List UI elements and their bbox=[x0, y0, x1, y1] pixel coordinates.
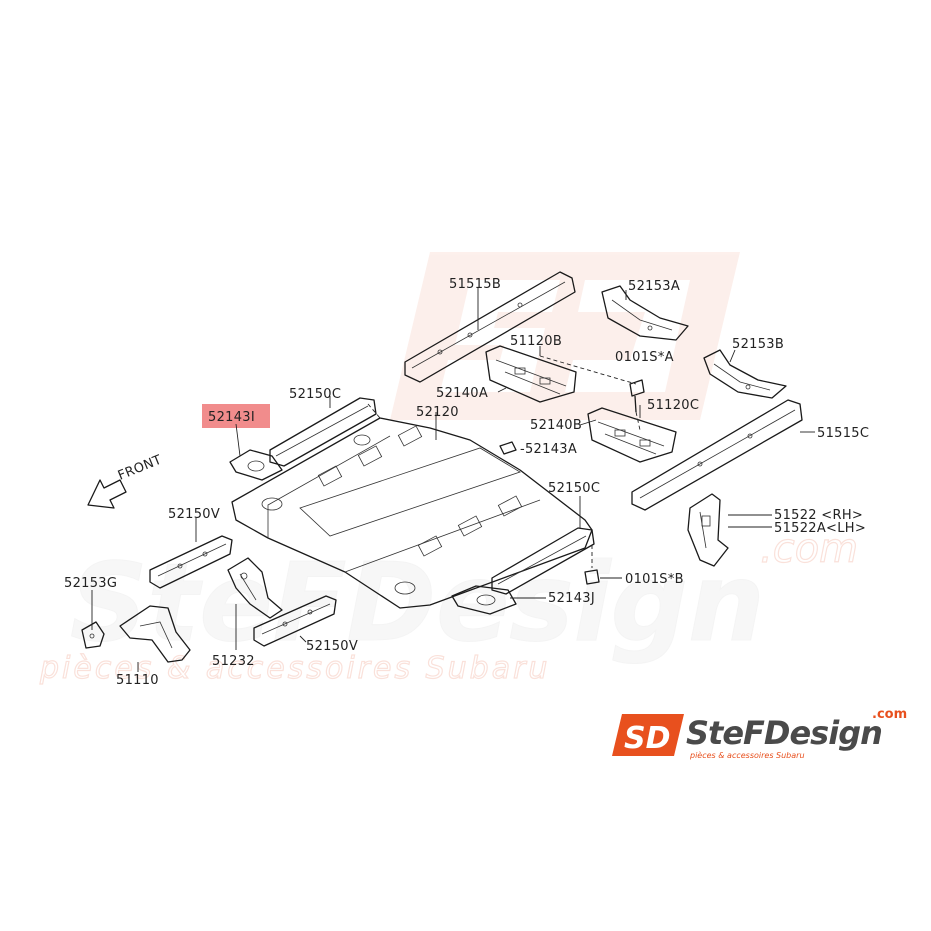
part-52143I-shape bbox=[229, 449, 283, 481]
watermark-sd-logo bbox=[390, 252, 740, 420]
part-52150V-bottom-shape bbox=[253, 595, 337, 647]
part-52150C-mid-shape bbox=[491, 527, 595, 595]
logo-domain: .com bbox=[872, 707, 907, 722]
label-51522: 51522 <RH> bbox=[774, 508, 863, 523]
label-51522A: 51522A<LH> bbox=[774, 521, 866, 536]
logo-name: SteFDesign bbox=[686, 714, 882, 752]
label-0101SB: 0101S*B bbox=[625, 572, 684, 587]
label-52143J: 52143J bbox=[548, 591, 595, 606]
part-52143J-shape bbox=[451, 585, 517, 615]
label-52153B: 52153B bbox=[732, 337, 784, 352]
logo-tagline: pièces & accessoires Subaru bbox=[689, 750, 805, 760]
label-52150V-bottom: 52150V bbox=[306, 639, 358, 654]
label-52143I-highlighted: 52143I bbox=[208, 410, 255, 425]
front-arrow: FRONT bbox=[87, 453, 164, 509]
label-52153A: 52153A bbox=[628, 279, 680, 294]
part-51232-shape bbox=[227, 557, 283, 619]
part-0101SA-bolt bbox=[629, 379, 645, 431]
label-51515B: 51515B bbox=[449, 277, 501, 292]
watermark-tagline: pièces & accessoires Subaru bbox=[39, 651, 550, 686]
part-52140B-shape bbox=[587, 407, 677, 463]
label-52140A: 52140A bbox=[436, 386, 488, 401]
watermark-text: SteFDesign bbox=[70, 541, 765, 666]
part-51522-shape bbox=[687, 493, 729, 567]
part-52153G-shape bbox=[81, 621, 105, 649]
label-52120: 52120 bbox=[416, 405, 459, 420]
part-52153B-shape bbox=[703, 349, 787, 399]
leader-lines bbox=[91, 288, 815, 672]
part-52143A-shape bbox=[499, 441, 517, 455]
brand-logo: SD SteFDesign .com pièces & accessoires … bbox=[612, 707, 907, 760]
label-51232: 51232 bbox=[212, 654, 255, 669]
part-52140A-shape bbox=[485, 345, 577, 403]
part-52153A-shape bbox=[601, 285, 689, 341]
label-51110: 51110 bbox=[116, 673, 159, 688]
logo-badge-text: SD bbox=[624, 721, 671, 756]
label-0101SA: 0101S*A bbox=[615, 350, 674, 365]
label-51515C: 51515C bbox=[817, 426, 869, 441]
label-52153G: 52153G bbox=[64, 576, 117, 591]
part-51515C-shape bbox=[631, 399, 803, 511]
label-52150C-top: 52150C bbox=[289, 387, 341, 402]
label-52150V-left: 52150V bbox=[168, 507, 220, 522]
label-52143A: -52143A bbox=[520, 442, 577, 457]
label-52150C-mid: 52150C bbox=[548, 481, 600, 496]
logo-badge bbox=[612, 714, 684, 756]
watermark: SteFDesign pièces & accessoires Subaru .… bbox=[38, 252, 859, 687]
label-51120B: 51120B bbox=[510, 334, 562, 349]
part-labels: 51515B 52153A 51120B 0101S*A 52153B 5214… bbox=[64, 277, 869, 688]
watermark-domain: .com bbox=[760, 526, 858, 572]
part-0101SB-bolt bbox=[584, 545, 600, 585]
front-arrow-label: FRONT bbox=[116, 453, 164, 484]
part-51110-shape bbox=[119, 605, 191, 663]
part-52150C-top-shape bbox=[269, 397, 377, 467]
label-51120C: 51120C bbox=[647, 398, 699, 413]
part-51515B-shape bbox=[404, 271, 576, 383]
label-52140B: 52140B bbox=[530, 418, 582, 433]
part-52150V-left-shape bbox=[149, 535, 233, 589]
